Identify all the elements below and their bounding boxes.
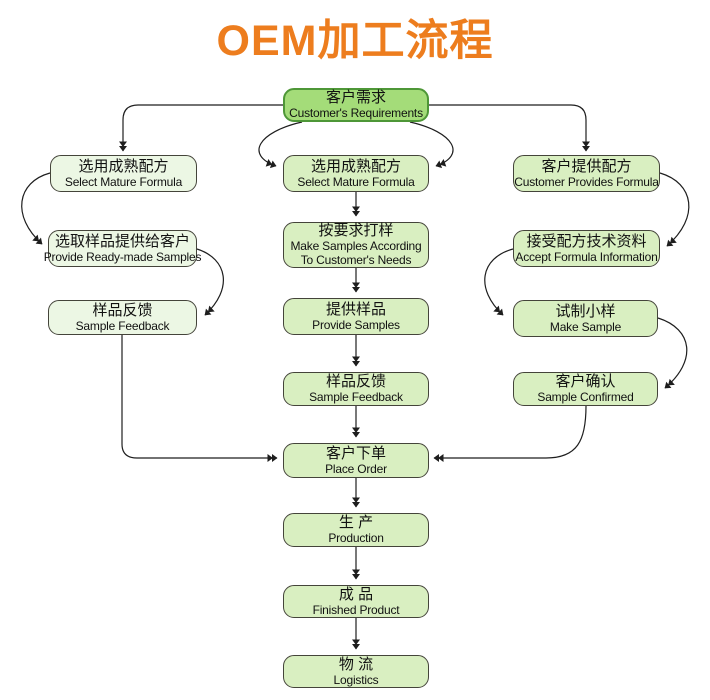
arrow-root-to-right-branch	[429, 104, 590, 152]
flow-node-logistics: 物 流 Logistics	[283, 655, 429, 688]
flow-node-provide-ready-made-samples: 选取样品提供给客户 Provide Ready-made Samples	[44, 230, 201, 267]
arrow-left-1-2	[21, 172, 51, 245]
arrow-root-to-center-right	[409, 121, 454, 169]
node-label-zh: 接受配方技术资料	[526, 232, 647, 250]
node-label-zh: 物 流	[338, 655, 374, 673]
node-label-en: Logistics	[333, 672, 379, 687]
arrow-root-to-center-left	[258, 121, 303, 169]
node-label-en: Select Mature Formula	[297, 174, 415, 189]
flow-node-sample-feedback-center: 样品反馈 Sample Feedback	[283, 372, 429, 406]
arrow-right-1-2	[659, 172, 690, 247]
flow-node-customer-provides-formula: 客户提供配方 Customer Provides Formula	[513, 155, 660, 192]
node-label-zh: 客户提供配方	[541, 157, 632, 175]
flow-node-provide-samples: 提供样品 Provide Samples	[283, 298, 429, 335]
node-label-en: Customer's Requirements	[289, 106, 423, 121]
node-label-en: Make Samples According To Customer's Nee…	[290, 239, 422, 267]
node-label-zh: 选取样品提供给客户	[54, 232, 190, 250]
page-title: OEM加工流程	[216, 17, 494, 65]
flow-node-make-sample: 试制小样 Make Sample	[513, 300, 658, 337]
node-label-zh: 客户下单	[325, 444, 386, 462]
node-label-en: Finished Product	[312, 602, 400, 617]
flow-node-production: 生 产 Production	[283, 513, 429, 547]
flow-node-sample-feedback-left: 样品反馈 Sample Feedback	[48, 300, 197, 335]
node-label-en: Customer Provides Formula	[514, 174, 659, 189]
arrow-left-to-order	[121, 335, 278, 462]
node-label-zh: 按要求打样	[318, 222, 394, 240]
node-label-zh: 样品反馈	[92, 301, 153, 319]
arrow-right-to-order	[433, 405, 587, 462]
node-label-zh: 样品反馈	[325, 373, 386, 391]
node-label-zh: 成 品	[338, 585, 374, 603]
flow-node-finished-product: 成 品 Finished Product	[283, 585, 429, 618]
arrow-root-to-left-branch	[119, 104, 283, 152]
node-label-zh: 客户需求	[325, 89, 386, 107]
node-label-en: Provide Ready-made Samples	[43, 249, 202, 264]
node-label-en: Production	[328, 531, 384, 546]
node-label-en: Select Mature Formula	[64, 174, 183, 189]
arrow-right-3-4	[657, 317, 688, 389]
node-label-zh: 选用成熟配方	[78, 157, 169, 175]
arrow-left-2-3	[196, 248, 224, 316]
flow-node-select-mature-formula-center: 选用成熟配方 Select Mature Formula	[283, 155, 429, 192]
flow-node-make-samples-according: 按要求打样 Make Samples According To Customer…	[283, 222, 429, 268]
node-label-en: Place Order	[325, 461, 387, 476]
node-label-en: Sample Feedback	[75, 318, 170, 333]
node-label-zh: 提供样品	[325, 300, 386, 318]
flow-node-select-mature-formula-left: 选用成熟配方 Select Mature Formula	[50, 155, 197, 192]
flow-node-accept-formula-information: 接受配方技术资料 Accept Formula Information	[513, 230, 660, 267]
flow-node-customer-requirements: 客户需求 Customer's Requirements	[283, 88, 429, 122]
flow-node-place-order: 客户下单 Place Order	[283, 443, 429, 478]
node-label-zh: 试制小样	[555, 302, 616, 320]
node-label-en: Accept Formula Information	[515, 249, 658, 264]
node-label-en: Make Sample	[549, 319, 622, 334]
flow-node-sample-confirmed: 客户确认 Sample Confirmed	[513, 372, 658, 406]
node-label-en: Provide Samples	[312, 317, 400, 332]
node-label-en: Sample Feedback	[309, 390, 403, 405]
arrow-right-2-3	[484, 248, 514, 316]
node-label-zh: 生 产	[338, 514, 374, 532]
node-label-zh: 客户确认	[555, 373, 616, 391]
node-label-en: Sample Confirmed	[537, 390, 634, 405]
node-label-zh: 选用成熟配方	[310, 157, 401, 175]
